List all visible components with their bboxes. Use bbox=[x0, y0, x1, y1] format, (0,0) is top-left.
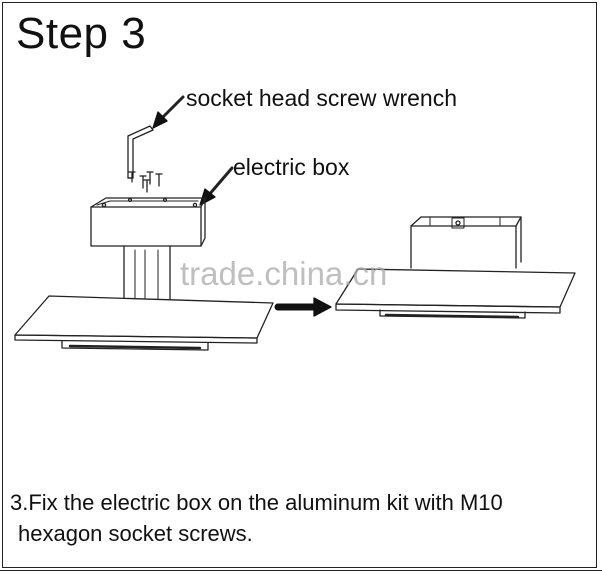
wrench-pointer-arrow bbox=[152, 95, 185, 129]
electric-box-label: electric box bbox=[233, 154, 350, 180]
hex-wrench bbox=[127, 125, 154, 179]
instruction-caption-line-2: hexagon socket screws. bbox=[18, 521, 253, 546]
bottom-rule bbox=[0, 570, 602, 571]
wrench-label: socket head screw wrench bbox=[186, 85, 458, 111]
step-title: Step 3 bbox=[16, 9, 147, 58]
instruction-caption-line-1: 3.Fix the electric box on the aluminum k… bbox=[10, 490, 503, 515]
aluminum-kit-left bbox=[14, 245, 274, 351]
watermark-text: trade.china.cn bbox=[180, 255, 388, 292]
screws bbox=[128, 171, 163, 193]
electric-box-right bbox=[410, 216, 522, 269]
electric-box-left bbox=[90, 197, 206, 247]
aluminum-kit-right bbox=[335, 268, 576, 319]
assembly-direction-arrow bbox=[274, 297, 332, 317]
diagram-frame bbox=[2, 2, 597, 568]
